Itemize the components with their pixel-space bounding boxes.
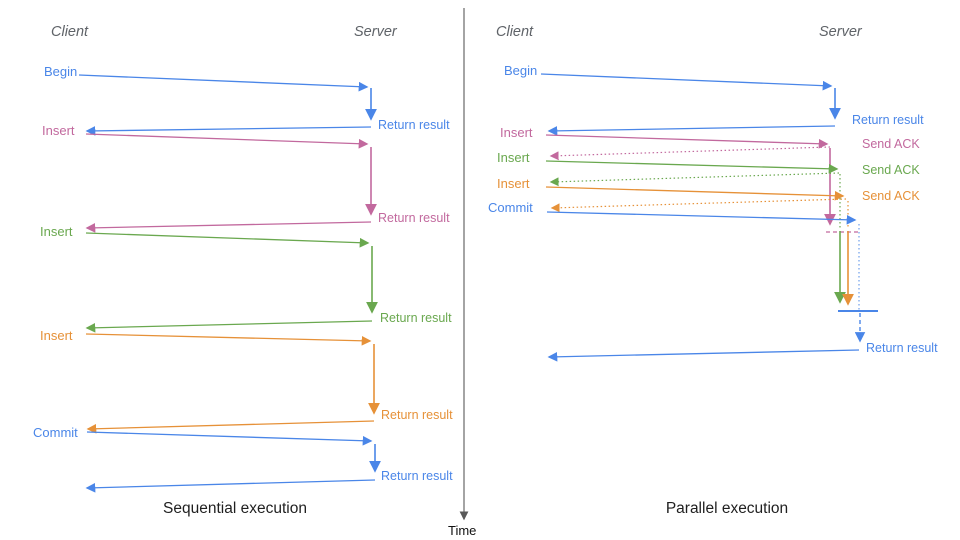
seq-server-header: Server bbox=[354, 24, 397, 40]
seq-client-header: Client bbox=[51, 24, 89, 40]
par-commit-return-arrow bbox=[547, 349, 860, 362]
seq-insert3-return-arrow bbox=[86, 420, 375, 434]
seq-insert1-response-label: Return result bbox=[378, 211, 450, 225]
seq-commit-response-label: Return result bbox=[381, 469, 453, 483]
par-insert1-response-label: Send ACK bbox=[862, 137, 920, 151]
par-commit-request-arrow bbox=[546, 211, 857, 225]
par-commit-label: Commit bbox=[488, 200, 533, 215]
seq-insert1-return-arrow bbox=[85, 221, 372, 233]
par-insert1-request-arrow bbox=[545, 134, 829, 149]
seq-insert1-label: Insert bbox=[42, 123, 75, 138]
par-insert1-ack-dotted-arrow bbox=[549, 146, 831, 161]
par-insert3-label: Insert bbox=[497, 176, 530, 191]
seq-commit-label: Commit bbox=[33, 425, 78, 440]
par-commit-response-label: Return result bbox=[866, 341, 938, 355]
par-begin-response-label: Return result bbox=[852, 113, 924, 127]
par-insert3-ack-dotted-arrow bbox=[550, 198, 847, 213]
seq-insert3-request-arrow bbox=[85, 333, 372, 346]
seq-insert2-return-arrow bbox=[85, 320, 373, 333]
seq-begin-label: Begin bbox=[44, 64, 78, 79]
par-insert1-label: Insert bbox=[500, 125, 533, 140]
par-begin-request-arrow bbox=[540, 73, 833, 91]
seq-insert3-label: Insert bbox=[40, 328, 73, 343]
seq-commit-return-arrow bbox=[85, 479, 376, 493]
par-begin-return-arrow bbox=[547, 125, 836, 136]
seq-commit-request-arrow bbox=[86, 431, 373, 446]
seq-insert2-label: Insert bbox=[40, 224, 73, 239]
par-caption: Parallel execution bbox=[665, 500, 789, 517]
par-insert3-response-label: Send ACK bbox=[862, 189, 920, 203]
par-insert3-request-arrow bbox=[545, 186, 845, 201]
par-insert2-label: Insert bbox=[497, 150, 530, 165]
par-client-header: Client bbox=[496, 24, 534, 40]
seq-insert1-request-arrow bbox=[85, 133, 369, 149]
time-axis-label: Time bbox=[448, 523, 477, 538]
seq-insert2-request-arrow bbox=[85, 232, 370, 248]
par-begin-label: Begin bbox=[504, 63, 538, 78]
par-insert2-response-label: Send ACK bbox=[862, 163, 920, 177]
seq-insert3-response-label: Return result bbox=[381, 408, 453, 422]
par-insert2-request-arrow bbox=[545, 160, 839, 174]
seq-insert2-response-label: Return result bbox=[380, 311, 452, 325]
par-server-header: Server bbox=[819, 24, 862, 40]
par-insert2-ack-dotted-arrow bbox=[549, 172, 840, 187]
seq-begin-response-label: Return result bbox=[378, 118, 450, 132]
seq-begin-return-arrow bbox=[85, 126, 372, 136]
seq-caption: Sequential execution bbox=[163, 500, 307, 517]
seq-begin-request-arrow bbox=[78, 74, 369, 92]
